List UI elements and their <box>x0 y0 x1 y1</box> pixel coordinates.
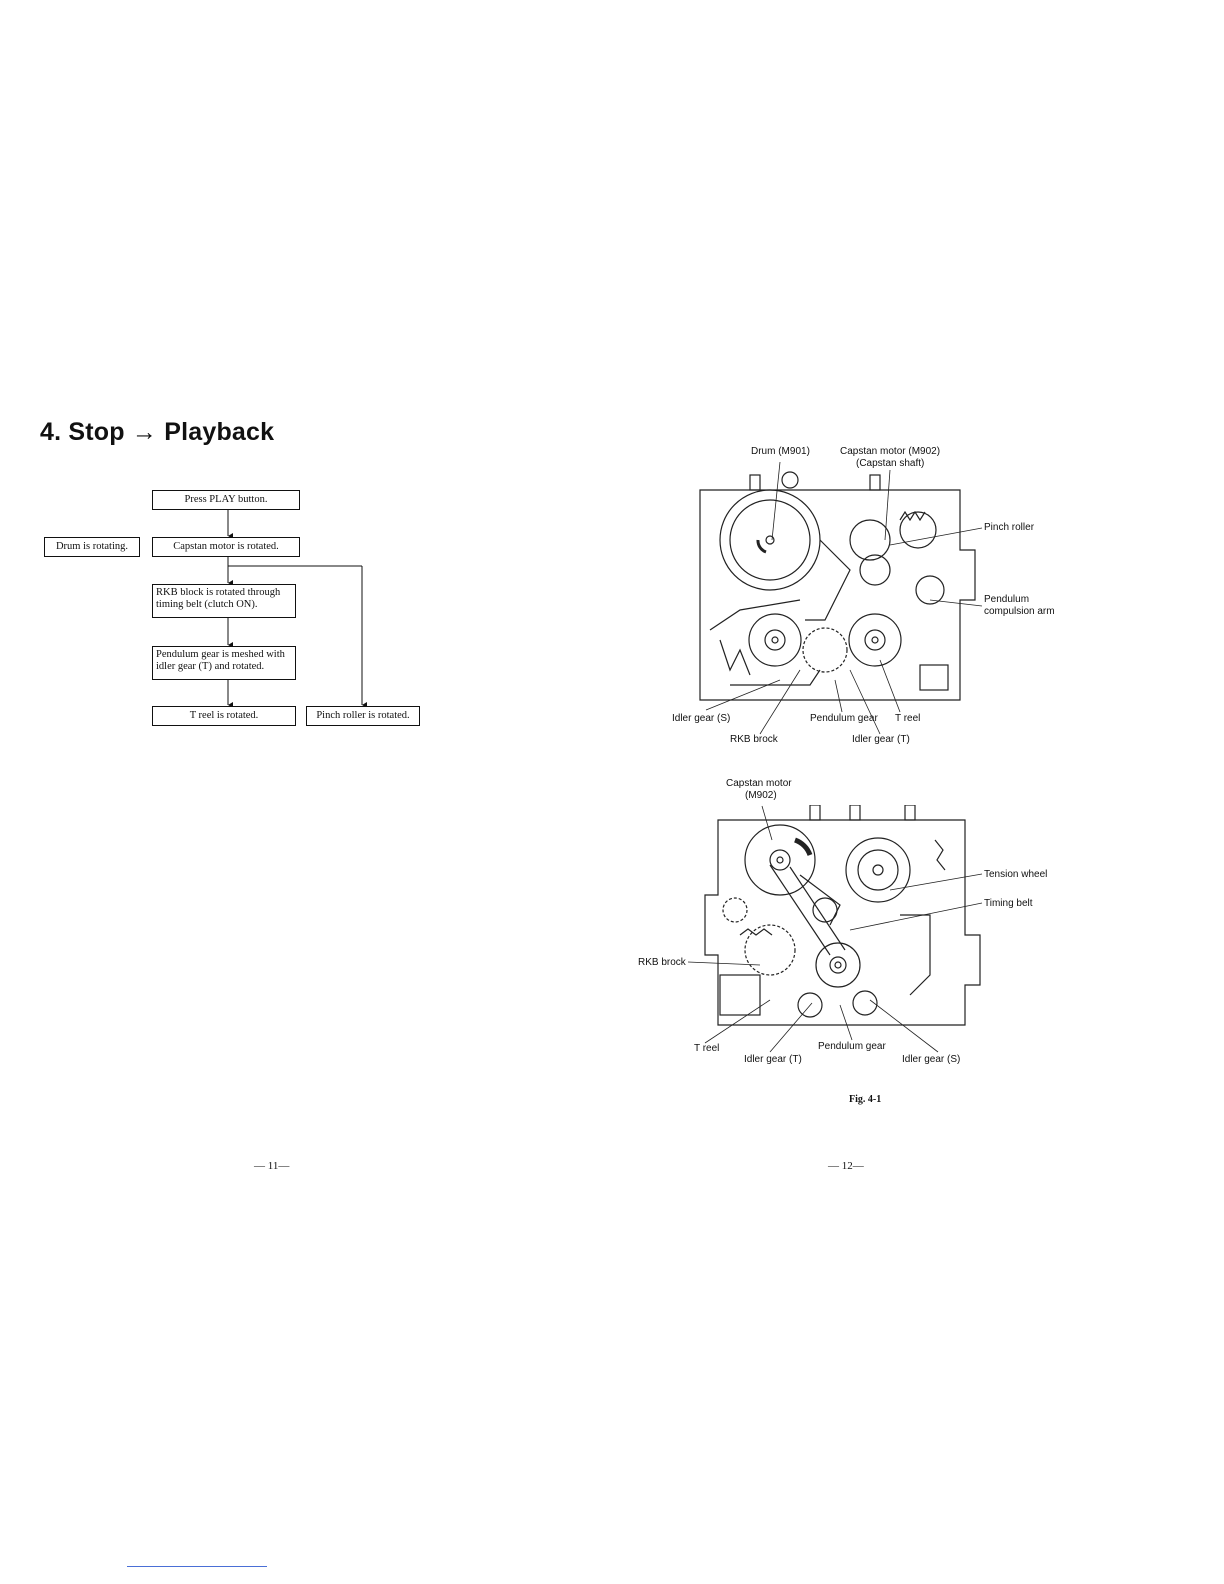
label-t-reel: T reel <box>895 713 921 724</box>
label-idler-gear-t: Idler gear (T) <box>852 734 910 745</box>
flow-text: Drum is rotating. <box>55 541 129 552</box>
mechanism-bottom-drawing <box>704 805 981 1026</box>
label-timing-belt: Timing belt <box>984 898 1033 909</box>
page-number-left: — 11— <box>254 1160 290 1172</box>
label-idler-gear-s: Idler gear (S) <box>672 713 731 724</box>
label-capstan-shaft: (Capstan shaft) <box>856 458 925 469</box>
flow-text: Pendulum gear is meshed with idler gear … <box>156 649 285 672</box>
label-drum: Drum (M901) <box>751 446 810 457</box>
label-pendulum-gear-bottom: Pendulum gear <box>818 1041 886 1052</box>
label-idler-gear-t-bottom: Idler gear (T) <box>744 1054 802 1065</box>
flow-box-rkb-block: RKB block is rotated through timing belt… <box>152 584 296 618</box>
flow-box-capstan-rotated: Capstan motor is rotated. <box>152 537 300 557</box>
label-pendulum: Pendulum <box>984 594 1030 605</box>
label-tension-wheel: Tension wheel <box>984 869 1048 880</box>
label-capstan-motor: Capstan motor (M902) <box>840 446 941 457</box>
label-t-reel-bottom: T reel <box>694 1043 720 1054</box>
flow-box-drum-rotating: Drum is rotating. <box>44 537 140 557</box>
flow-box-pendulum-gear: Pendulum gear is meshed with idler gear … <box>152 646 296 680</box>
figure-caption: Fig. 4-1 <box>849 1094 882 1105</box>
bottom-rule <box>127 1566 267 1567</box>
flow-box-pinch-roller: Pinch roller is rotated. <box>306 706 420 726</box>
label-idler-gear-s-bottom: Idler gear (S) <box>902 1054 961 1065</box>
label-pinch-roller: Pinch roller <box>984 522 1035 533</box>
flow-text: Capstan motor is rotated. <box>173 541 279 552</box>
flow-text: Pinch roller is rotated. <box>316 710 410 721</box>
flow-text: Press PLAY button. <box>184 494 268 505</box>
flow-text: T reel is rotated. <box>189 710 259 721</box>
flow-box-press-play: Press PLAY button. <box>152 490 300 510</box>
flow-box-t-reel: T reel is rotated. <box>152 706 296 726</box>
mechanism-top-drawing <box>699 471 976 701</box>
label-m902: (M902) <box>745 790 777 801</box>
label-capstan-motor-bottom: Capstan motor <box>726 778 792 789</box>
label-compulsion-arm: compulsion arm <box>984 606 1055 617</box>
label-rkb-brock-bottom: RKB brock <box>638 957 686 968</box>
flow-text: RKB block is rotated through timing belt… <box>156 587 281 610</box>
page-number-right: — 12— <box>828 1160 864 1172</box>
page-heading: 4. Stop → Playback <box>40 418 275 446</box>
label-rkb-brock: RKB brock <box>730 734 778 745</box>
label-pendulum-gear: Pendulum gear <box>810 713 878 724</box>
